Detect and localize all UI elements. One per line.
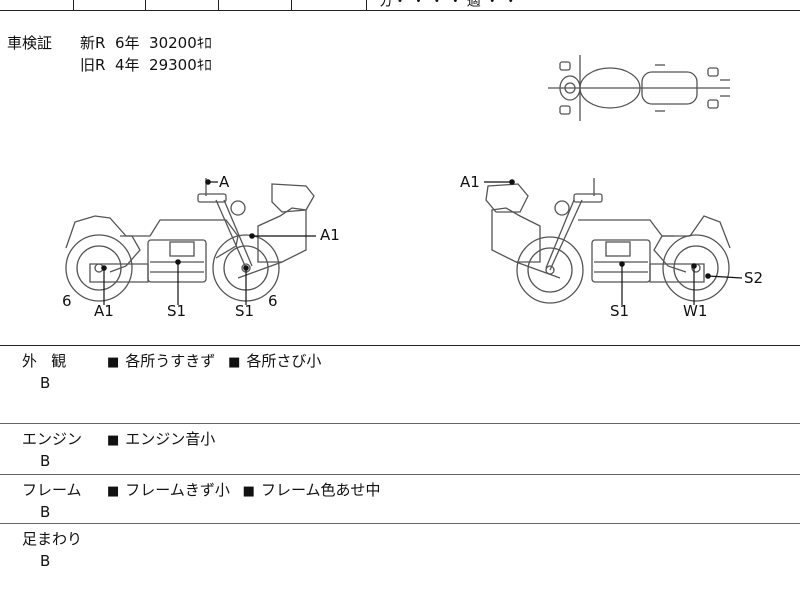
section-grade: B xyxy=(40,503,51,521)
section-grade: B xyxy=(40,552,51,570)
section-notes: ■ フレームきず小 ■ フレーム色あせ中 xyxy=(107,479,389,500)
section-suspension: 足まわり B xyxy=(0,524,800,600)
note-item: フレーム色あせ中 xyxy=(260,481,381,499)
section-title: 外 観 xyxy=(22,352,67,370)
top-cell xyxy=(291,0,367,10)
bullet-icon: ■ xyxy=(107,433,120,448)
callout-right-s2: S2 xyxy=(744,269,764,287)
top-table-strip: ガ・ ・ ・ ・ 適 ・ ・ xyxy=(0,0,800,11)
section-title: フレーム xyxy=(22,481,82,499)
section-engine: エンジン B ■ エンジン音小 xyxy=(0,424,800,475)
note-item: フレームきず小 xyxy=(125,481,230,499)
registration-label: 車検証 xyxy=(7,34,53,52)
callout-leaders xyxy=(101,179,743,305)
callout-left-a: A xyxy=(219,173,230,191)
note-item: 各所うすきず xyxy=(125,352,216,370)
top-cell xyxy=(73,0,146,10)
section-grade: B xyxy=(40,374,51,392)
top-cell xyxy=(218,0,292,10)
section-grade: B xyxy=(40,452,51,470)
section-title: エンジン xyxy=(22,430,83,448)
registration-new: 新R 6年 30200ｷﾛ xyxy=(80,34,212,52)
bullet-icon: ■ xyxy=(228,355,241,370)
motorcycle-top-view-icon xyxy=(548,55,730,121)
section-frame: フレーム B ■ フレームきず小 ■ フレーム色あせ中 xyxy=(0,475,800,524)
callout-right-6: 6 xyxy=(268,292,278,310)
motorcycle-diagrams xyxy=(65,55,743,305)
damage-diagram-panel: 車検証 新R 6年 30200ｷﾛ 旧R 4年 29300ｷﾛ xyxy=(0,10,800,346)
bullet-icon: ■ xyxy=(107,484,120,499)
callout-left-6: 6 xyxy=(62,292,72,310)
section-notes: ■ 各所うすきず ■ 各所さび小 xyxy=(107,350,329,371)
motorcycle-right-view-icon xyxy=(485,178,731,304)
section-title: 足まわり xyxy=(22,530,83,548)
callout-left-s1-right: S1 xyxy=(235,302,255,320)
callout-right-a1: A1 xyxy=(460,173,480,191)
note-item: エンジン音小 xyxy=(125,430,216,448)
callout-left-a1-bottom: A1 xyxy=(94,302,114,320)
top-cell xyxy=(145,0,219,10)
callout-right-s1: S1 xyxy=(610,302,630,320)
section-notes: ■ エンジン音小 xyxy=(107,428,223,449)
bullet-icon: ■ xyxy=(242,484,255,499)
header-fragment: ガ・ ・ ・ ・ 適 ・ ・ xyxy=(379,0,518,10)
motorcycle-left-view-icon xyxy=(65,178,315,302)
note-item: 各所さび小 xyxy=(246,352,322,370)
callout-left-s1: S1 xyxy=(167,302,187,320)
section-exterior: 外 観 B ■ 各所うすきず ■ 各所さび小 xyxy=(0,346,800,424)
callout-right-w1: W1 xyxy=(683,302,708,320)
top-cell: ガ・ ・ ・ ・ 適 ・ ・ xyxy=(366,0,800,10)
callout-left-a1-right: A1 xyxy=(320,226,340,244)
registration-old: 旧R 4年 29300ｷﾛ xyxy=(80,56,212,74)
bullet-icon: ■ xyxy=(107,355,120,370)
